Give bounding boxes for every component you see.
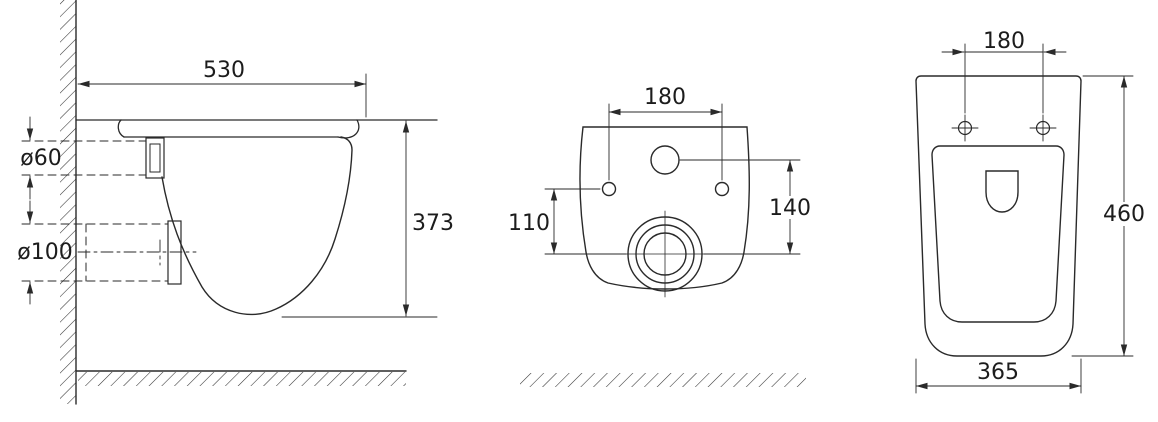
inlet-hole [650, 145, 680, 175]
inlet-fitting-inner [149, 143, 161, 173]
dim-depth-label: 530 [203, 58, 245, 83]
floor-hatch-rear [520, 373, 806, 387]
floor-hatch [78, 372, 406, 386]
mounting-hole-left [601, 181, 617, 197]
dim-bolt-spacing-label: 180 [983, 29, 1025, 54]
dim-365-label: 365 [977, 360, 1019, 385]
lid-front-edge [337, 119, 360, 139]
top-view: 180 460 365 [915, 29, 1147, 394]
dim-110-label: 110 [508, 211, 550, 236]
inlet-fitting [145, 137, 165, 179]
wall-hatch [60, 0, 76, 404]
flush-outlet-shape [985, 170, 1019, 213]
mounting-hole-right [714, 181, 730, 197]
dim-height-label: 373 [412, 211, 454, 236]
dim-hole-spacing-label: 180 [644, 85, 686, 110]
rear-outline [579, 126, 750, 290]
dim-inlet-diameter-label: ø60 [20, 146, 61, 171]
dim-outlet-diameter-label: ø100 [17, 240, 72, 265]
outlet-flange [167, 220, 182, 285]
side-view: 530 ø60 ø100 373 [17, 0, 454, 405]
rear-view: 180 110 140 [508, 85, 811, 387]
toilet-side-profile [161, 136, 353, 316]
top-view-outline [915, 75, 1082, 357]
seat-opening-outline [931, 145, 1065, 323]
dim-460-label-bg [1101, 202, 1147, 226]
dim-460-label: 460 [1103, 202, 1145, 227]
dim-140-label-bg [770, 196, 810, 219]
lid-back-edge [117, 119, 125, 138]
dim-140-label: 140 [769, 196, 811, 221]
